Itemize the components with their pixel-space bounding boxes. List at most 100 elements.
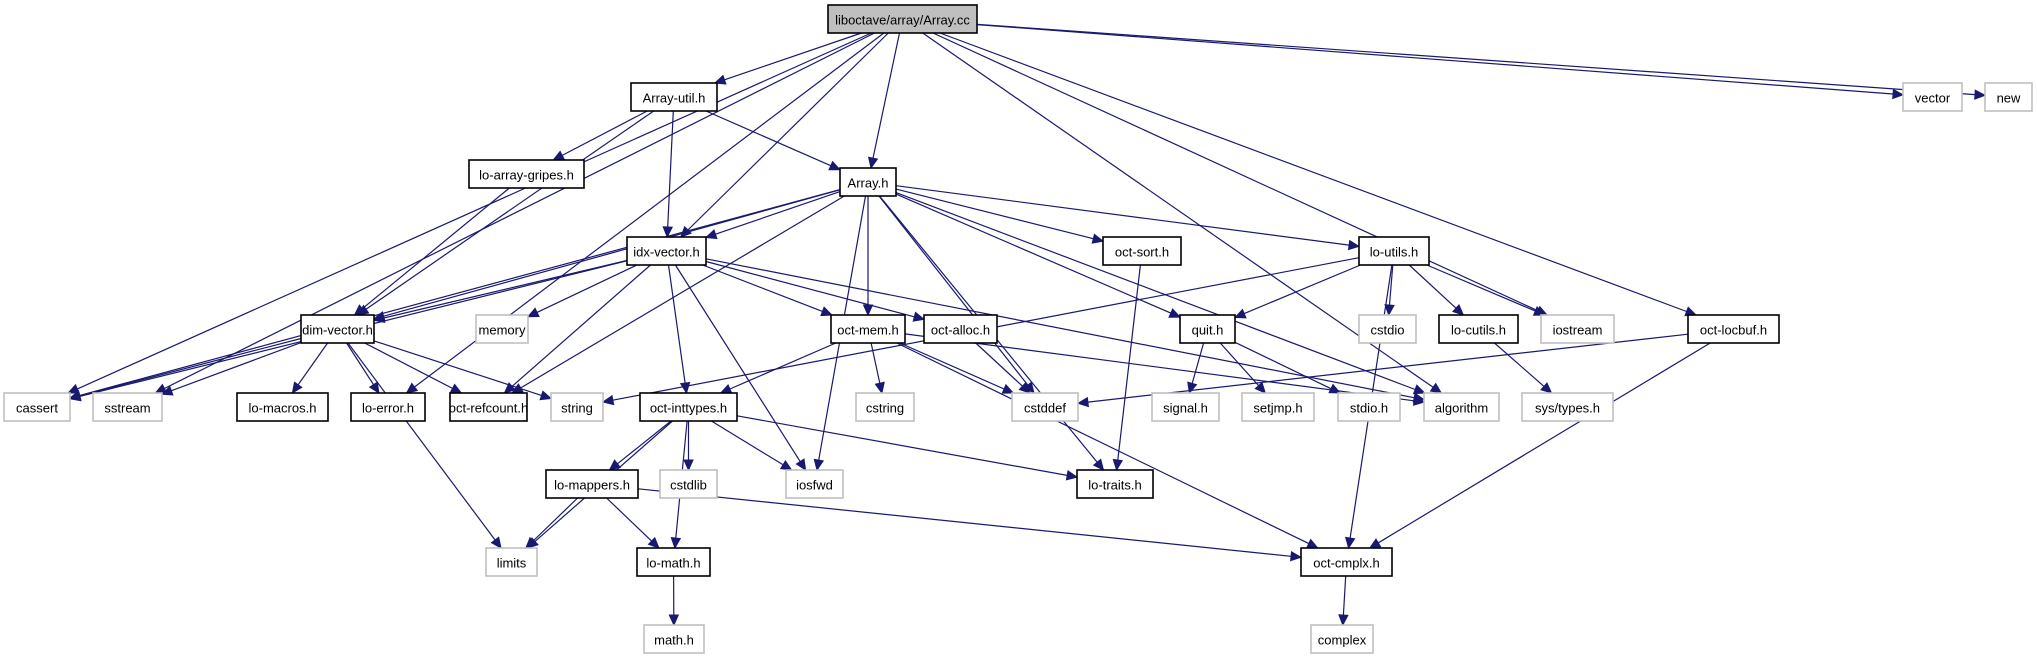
edge-oct-cmplx-h-to-complex — [1338, 575, 1349, 627]
node-box[interactable] — [626, 236, 707, 266]
node-box[interactable] — [1076, 469, 1154, 499]
edge-lo-utils-h-to-iostream — [1426, 264, 1546, 316]
node-dim-vector-h[interactable]: dim-vector.h — [300, 314, 375, 344]
node-oct-sort-h[interactable]: oct-sort.h — [1102, 236, 1182, 266]
node-lo-cutils-h[interactable]: lo-cutils.h — [1438, 314, 1519, 344]
node-label: lo-traits.h — [1088, 478, 1141, 493]
arrowhead-icon — [867, 156, 879, 170]
edge-array-util-h-to-idx-vector-h — [662, 110, 674, 239]
edge-array-cc-to-vector — [976, 24, 1905, 100]
node-lo-error-h[interactable]: lo-error.h — [350, 392, 426, 422]
node-box — [92, 392, 163, 422]
edge-idx-vector-h-to-algorithm — [705, 258, 1426, 403]
node-box[interactable] — [923, 314, 998, 344]
edge-line — [729, 342, 837, 390]
node-box[interactable] — [545, 469, 639, 499]
node-setjmp-h: setjmp.h — [1241, 392, 1315, 422]
edge-lo-utils-h-to-lo-cutils-h — [1408, 264, 1465, 316]
node-idx-vector-h[interactable]: idx-vector.h — [626, 236, 707, 266]
node-lo-array-gripes-h[interactable]: lo-array-gripes.h — [468, 159, 585, 189]
arrowhead-icon — [1233, 308, 1247, 319]
node-box[interactable] — [630, 82, 718, 112]
node-new: new — [1984, 82, 2033, 112]
edge-line — [1408, 264, 1457, 309]
node-sys-types-h: sys/types.h — [1521, 392, 1614, 422]
edge-lo-mappers-h-to-limits — [525, 497, 579, 549]
node-lo-utils-h[interactable]: lo-utils.h — [1358, 236, 1430, 266]
node-box[interactable] — [350, 392, 426, 422]
node-label: oct-inttypes.h — [650, 401, 727, 416]
edge-line — [895, 188, 1094, 240]
edge-array-util-h-to-dim-vector-h — [356, 110, 655, 316]
arrowhead-icon — [874, 381, 885, 395]
arrowhead-icon — [526, 307, 540, 318]
node-box[interactable] — [236, 392, 329, 422]
node-box[interactable] — [1438, 314, 1519, 344]
node-box[interactable] — [449, 392, 528, 422]
arrowhead-icon — [1092, 458, 1105, 471]
edge-line — [361, 187, 510, 310]
edge-quit-h-to-stdio-h — [1234, 341, 1342, 394]
node-box[interactable] — [1179, 314, 1236, 344]
edge-array-h-to-oct-refcount-h — [511, 195, 845, 394]
node-box[interactable] — [830, 314, 906, 344]
node-oct-inttypes-h[interactable]: oct-inttypes.h — [639, 392, 738, 422]
node-oct-refcount-h[interactable]: oct-refcount.h — [449, 392, 529, 422]
node-box[interactable] — [300, 314, 375, 344]
arrowhead-icon — [1112, 458, 1124, 472]
arrowhead-icon — [67, 383, 80, 394]
node-box — [1358, 314, 1417, 344]
node-box — [1902, 82, 1963, 112]
node-array-h[interactable]: Array.h — [839, 167, 897, 197]
edge-lo-mappers-h-to-oct-cmplx-h — [637, 488, 1303, 562]
node-lo-mappers-h[interactable]: lo-mappers.h — [545, 469, 639, 499]
edge-array-h-to-algorithm — [895, 192, 1426, 395]
node-box[interactable] — [1358, 236, 1430, 266]
edge-line — [667, 110, 674, 228]
node-array-util-h[interactable]: Array-util.h — [630, 82, 718, 112]
node-box[interactable] — [636, 547, 711, 577]
node-string: string — [550, 392, 604, 422]
arrowhead-icon — [353, 304, 367, 316]
edge-line — [872, 32, 901, 159]
arrowhead-icon — [372, 312, 386, 324]
arrowhead-icon — [662, 226, 673, 239]
node-oct-mem-h[interactable]: oct-mem.h — [830, 314, 906, 344]
arrowhead-icon — [1018, 381, 1031, 394]
edge-quit-h-to-setjmp-h — [1219, 342, 1267, 394]
node-box[interactable] — [1687, 314, 1780, 344]
node-oct-alloc-h[interactable]: oct-alloc.h — [923, 314, 998, 344]
node-label: oct-mem.h — [837, 323, 898, 338]
node-box[interactable] — [639, 392, 738, 422]
edge-line — [975, 342, 1023, 387]
arrowhead-icon — [719, 383, 733, 394]
node-box — [785, 469, 844, 499]
edge-oct-mem-h-to-oct-cmplx-h — [896, 342, 1319, 549]
node-label: cstring — [866, 401, 904, 416]
node-quit-h[interactable]: quit.h — [1179, 314, 1236, 344]
node-lo-traits-h[interactable]: lo-traits.h — [1076, 469, 1154, 499]
node-box[interactable] — [1300, 547, 1393, 577]
arrowhead-icon — [1974, 89, 1987, 100]
edge-line — [687, 32, 889, 231]
node-label: oct-cmplx.h — [1313, 556, 1379, 571]
arrowhead-icon — [405, 382, 419, 394]
node-cstdlib: cstdlib — [659, 469, 718, 499]
edge-array-h-to-oct-sort-h — [895, 188, 1105, 244]
node-lo-math-h[interactable]: lo-math.h — [636, 547, 711, 577]
node-box[interactable] — [468, 159, 585, 189]
node-box — [659, 469, 718, 499]
arrowhead-icon — [539, 390, 553, 401]
node-box[interactable] — [1102, 236, 1182, 266]
node-oct-cmplx-h[interactable]: oct-cmplx.h — [1300, 547, 1393, 577]
node-stdio-h: stdio.h — [1337, 392, 1401, 422]
edge-array-cc-to-idx-vector-h — [679, 32, 889, 238]
node-oct-locbuf-h[interactable]: oct-locbuf.h — [1687, 314, 1780, 344]
node-box[interactable] — [839, 167, 897, 197]
node-array-cc[interactable]: liboctave/array/Array.cc — [827, 4, 978, 34]
edge-oct-inttypes-h-to-lo-mappers-h — [608, 420, 672, 471]
node-label: string — [561, 401, 593, 416]
node-lo-macros-h[interactable]: lo-macros.h — [236, 392, 329, 422]
arrowhead-icon — [1452, 303, 1465, 316]
node-box[interactable] — [827, 4, 978, 34]
